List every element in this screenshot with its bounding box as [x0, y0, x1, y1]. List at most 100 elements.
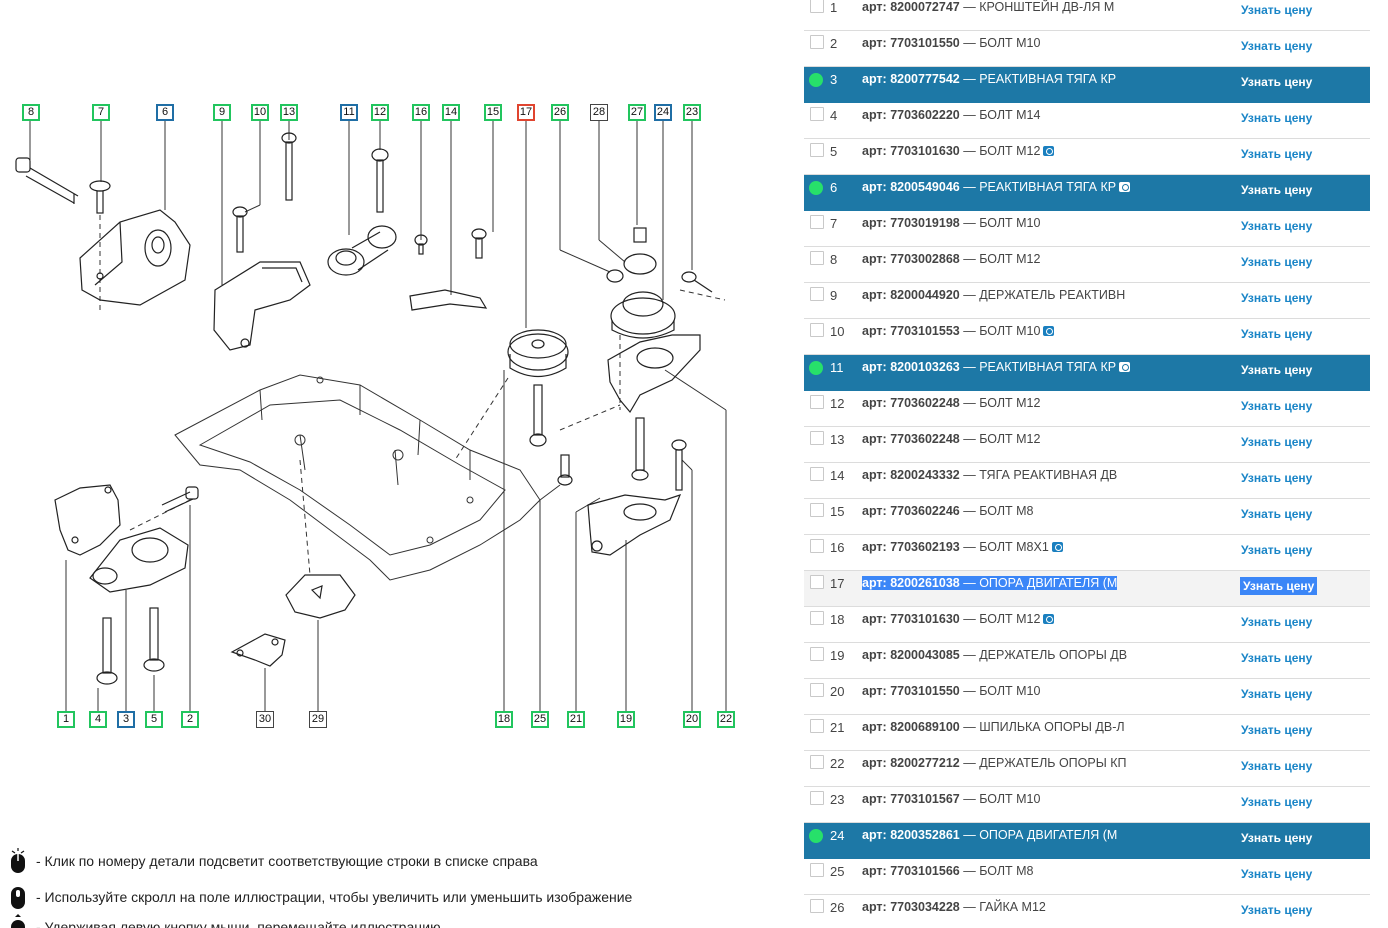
price-link[interactable]: Узнать цену	[1241, 507, 1313, 521]
callout-29[interactable]: 29	[309, 711, 327, 728]
callout-23[interactable]: 23	[683, 104, 701, 121]
price-link[interactable]: Узнать цену	[1241, 615, 1313, 629]
row-checkbox[interactable]	[810, 143, 824, 157]
price-link[interactable]: Узнать цену	[1241, 435, 1313, 449]
row-checkbox[interactable]	[810, 863, 824, 877]
row-checkbox[interactable]	[810, 0, 824, 13]
price-link[interactable]: Узнать цену	[1241, 795, 1313, 809]
row-checkbox[interactable]	[810, 575, 824, 589]
info-icon[interactable]	[1043, 326, 1055, 336]
price-link[interactable]: Узнать цену	[1241, 219, 1313, 233]
price-link[interactable]: Узнать цену	[1241, 39, 1313, 53]
callout-12[interactable]: 12	[371, 104, 389, 121]
callout-21[interactable]: 21	[567, 711, 585, 728]
callout-5[interactable]: 5	[145, 711, 163, 728]
callout-19[interactable]: 19	[617, 711, 635, 728]
callout-14[interactable]: 14	[442, 104, 460, 121]
callout-22[interactable]: 22	[717, 711, 735, 728]
callout-18[interactable]: 18	[495, 711, 513, 728]
price-link[interactable]: Узнать цену	[1241, 471, 1313, 485]
callout-7[interactable]: 7	[92, 104, 110, 121]
row-checkbox[interactable]	[810, 539, 824, 553]
info-icon[interactable]	[1043, 146, 1055, 156]
callout-1[interactable]: 1	[57, 711, 75, 728]
price-link[interactable]: Узнать цену	[1241, 111, 1313, 125]
callout-25[interactable]: 25	[531, 711, 549, 728]
row-checkbox[interactable]	[810, 683, 824, 697]
row-checkbox[interactable]	[810, 791, 824, 805]
callout-3[interactable]: 3	[117, 711, 135, 728]
price-link[interactable]: Узнать цену	[1241, 831, 1313, 845]
row-checkbox[interactable]	[810, 323, 824, 337]
callout-30[interactable]: 30	[256, 711, 274, 728]
row-checkbox[interactable]	[810, 251, 824, 265]
price-link[interactable]: Узнать цену	[1241, 75, 1313, 89]
price-link[interactable]: Узнать цену	[1241, 3, 1313, 17]
callout-20[interactable]: 20	[683, 711, 701, 728]
price-link[interactable]: Узнать цену	[1240, 577, 1318, 595]
price-link[interactable]: Узнать цену	[1241, 327, 1313, 341]
price-link[interactable]: Узнать цену	[1241, 903, 1313, 917]
price-link[interactable]: Узнать цену	[1241, 867, 1313, 881]
price-link[interactable]: Узнать цену	[1241, 687, 1313, 701]
price-link[interactable]: Узнать цену	[1241, 147, 1313, 161]
info-icon[interactable]	[1043, 614, 1055, 624]
row-checkbox[interactable]	[810, 287, 824, 301]
row-checkbox[interactable]	[810, 215, 824, 229]
callout-15[interactable]: 15	[484, 104, 502, 121]
callout-17[interactable]: 17	[517, 104, 535, 121]
price-link[interactable]: Узнать цену	[1241, 723, 1313, 737]
callout-6[interactable]: 6	[156, 104, 174, 121]
callout-11[interactable]: 11	[340, 104, 358, 121]
callout-27[interactable]: 27	[628, 104, 646, 121]
callout-16[interactable]: 16	[412, 104, 430, 121]
price-link[interactable]: Узнать цену	[1241, 363, 1313, 377]
price-link[interactable]: Узнать цену	[1241, 291, 1313, 305]
callout-26[interactable]: 26	[551, 104, 569, 121]
row-checkbox[interactable]	[810, 35, 824, 49]
callout-28[interactable]: 28	[590, 104, 608, 121]
callout-2[interactable]: 2	[181, 711, 199, 728]
price-link[interactable]: Узнать цену	[1241, 183, 1313, 197]
price-link[interactable]: Узнать цену	[1241, 651, 1313, 665]
callout-10[interactable]: 10	[251, 104, 269, 121]
callout-9[interactable]: 9	[213, 104, 231, 121]
callout-4[interactable]: 4	[89, 711, 107, 728]
info-icon[interactable]	[1119, 182, 1131, 192]
price-link[interactable]: Узнать цену	[1241, 399, 1313, 413]
callout-24[interactable]: 24	[654, 104, 672, 121]
row-checkbox[interactable]	[810, 755, 824, 769]
price-link[interactable]: Узнать цену	[1241, 255, 1313, 269]
row-checkbox[interactable]	[810, 431, 824, 445]
price-link[interactable]: Узнать цену	[1241, 759, 1313, 773]
info-icon[interactable]	[1119, 362, 1131, 372]
row-checkbox[interactable]	[810, 503, 824, 517]
row-checkbox[interactable]	[810, 899, 824, 913]
row-checkbox[interactable]	[810, 647, 824, 661]
row-checkbox[interactable]	[810, 467, 824, 481]
